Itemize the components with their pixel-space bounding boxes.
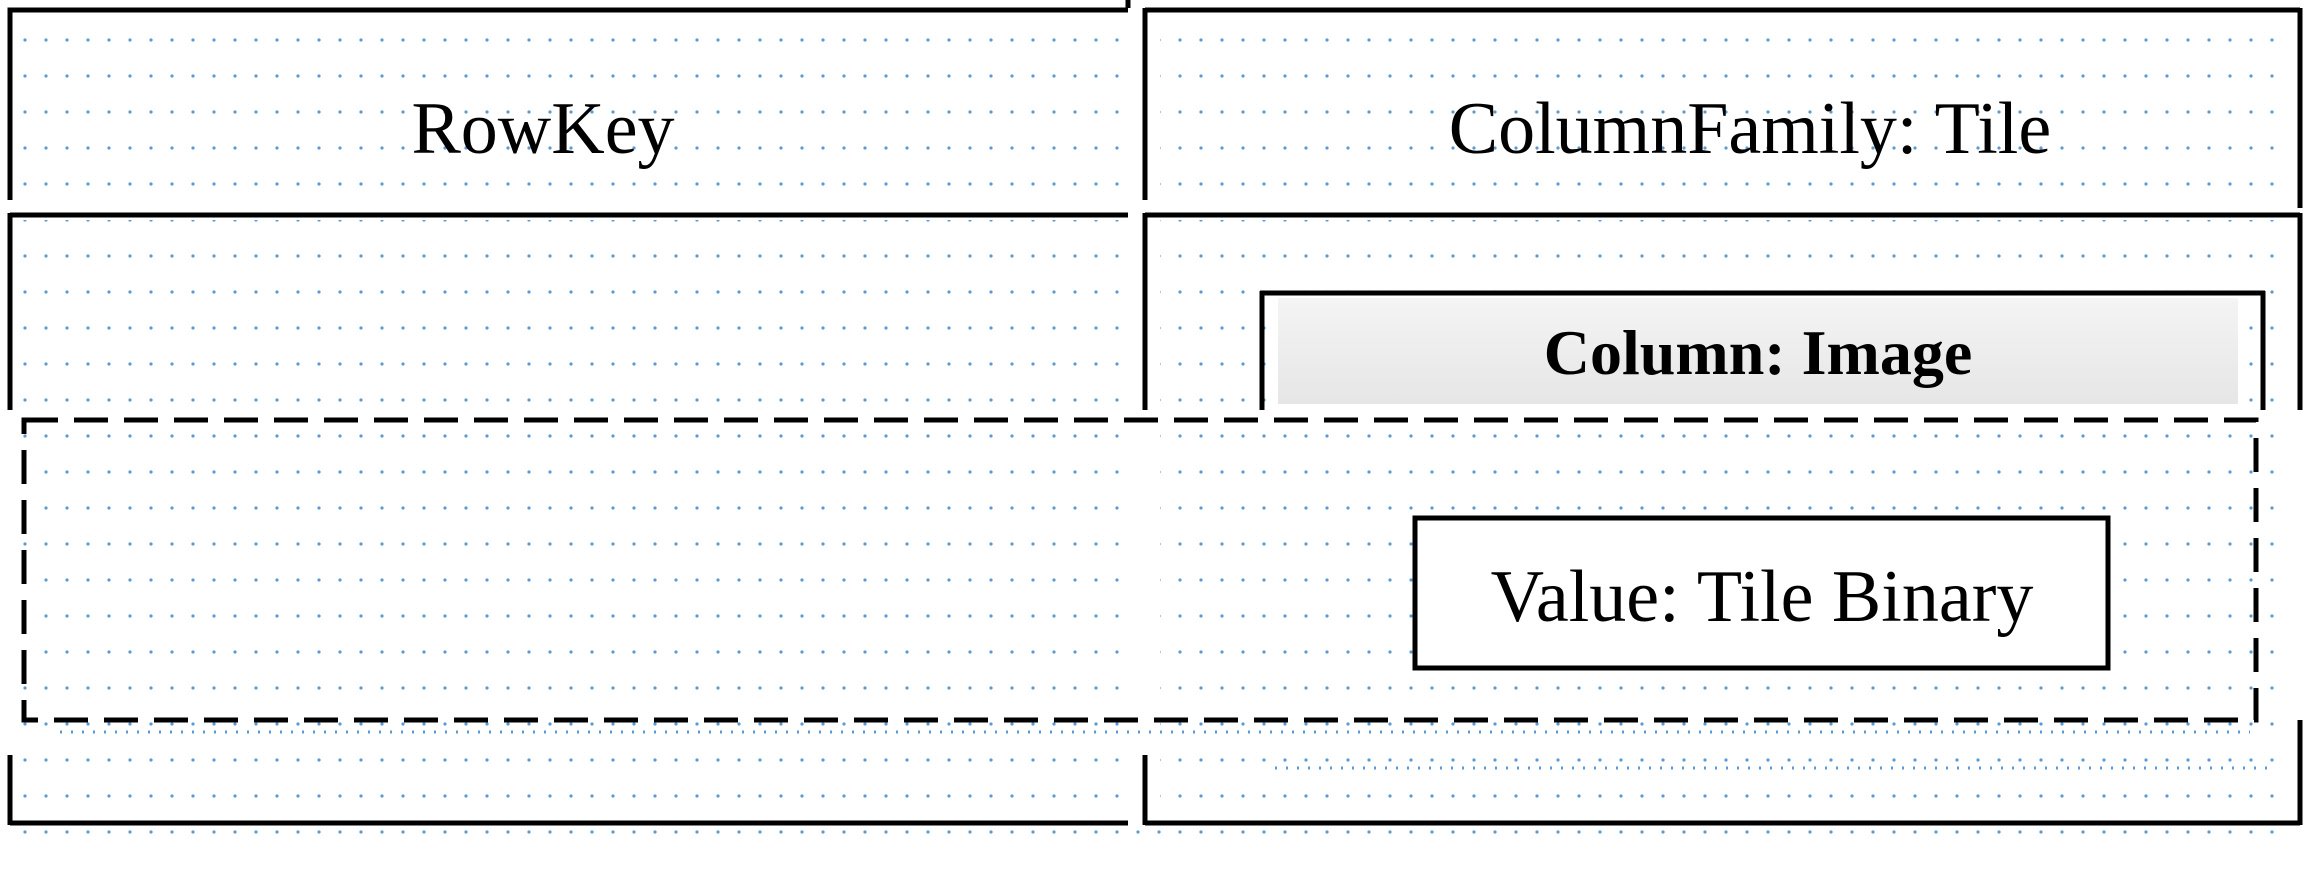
row-dashed-outline [21,417,2259,723]
column-header-fill [1278,298,2238,404]
dot-grid-bottom-strip [12,828,2282,858]
column-family-label: ColumnFamily: Tile [1449,88,2051,170]
value-box [1412,515,2111,671]
dot-grid-body-left [12,220,1125,820]
rowkey-label: RowKey [411,88,674,170]
dot-grid-header-left [12,12,1125,202]
column-image-label: Column: Image [1544,317,1972,388]
dot-grid-header-right [1160,12,2280,202]
value-label: Value: Tile Binary [1491,556,2034,638]
